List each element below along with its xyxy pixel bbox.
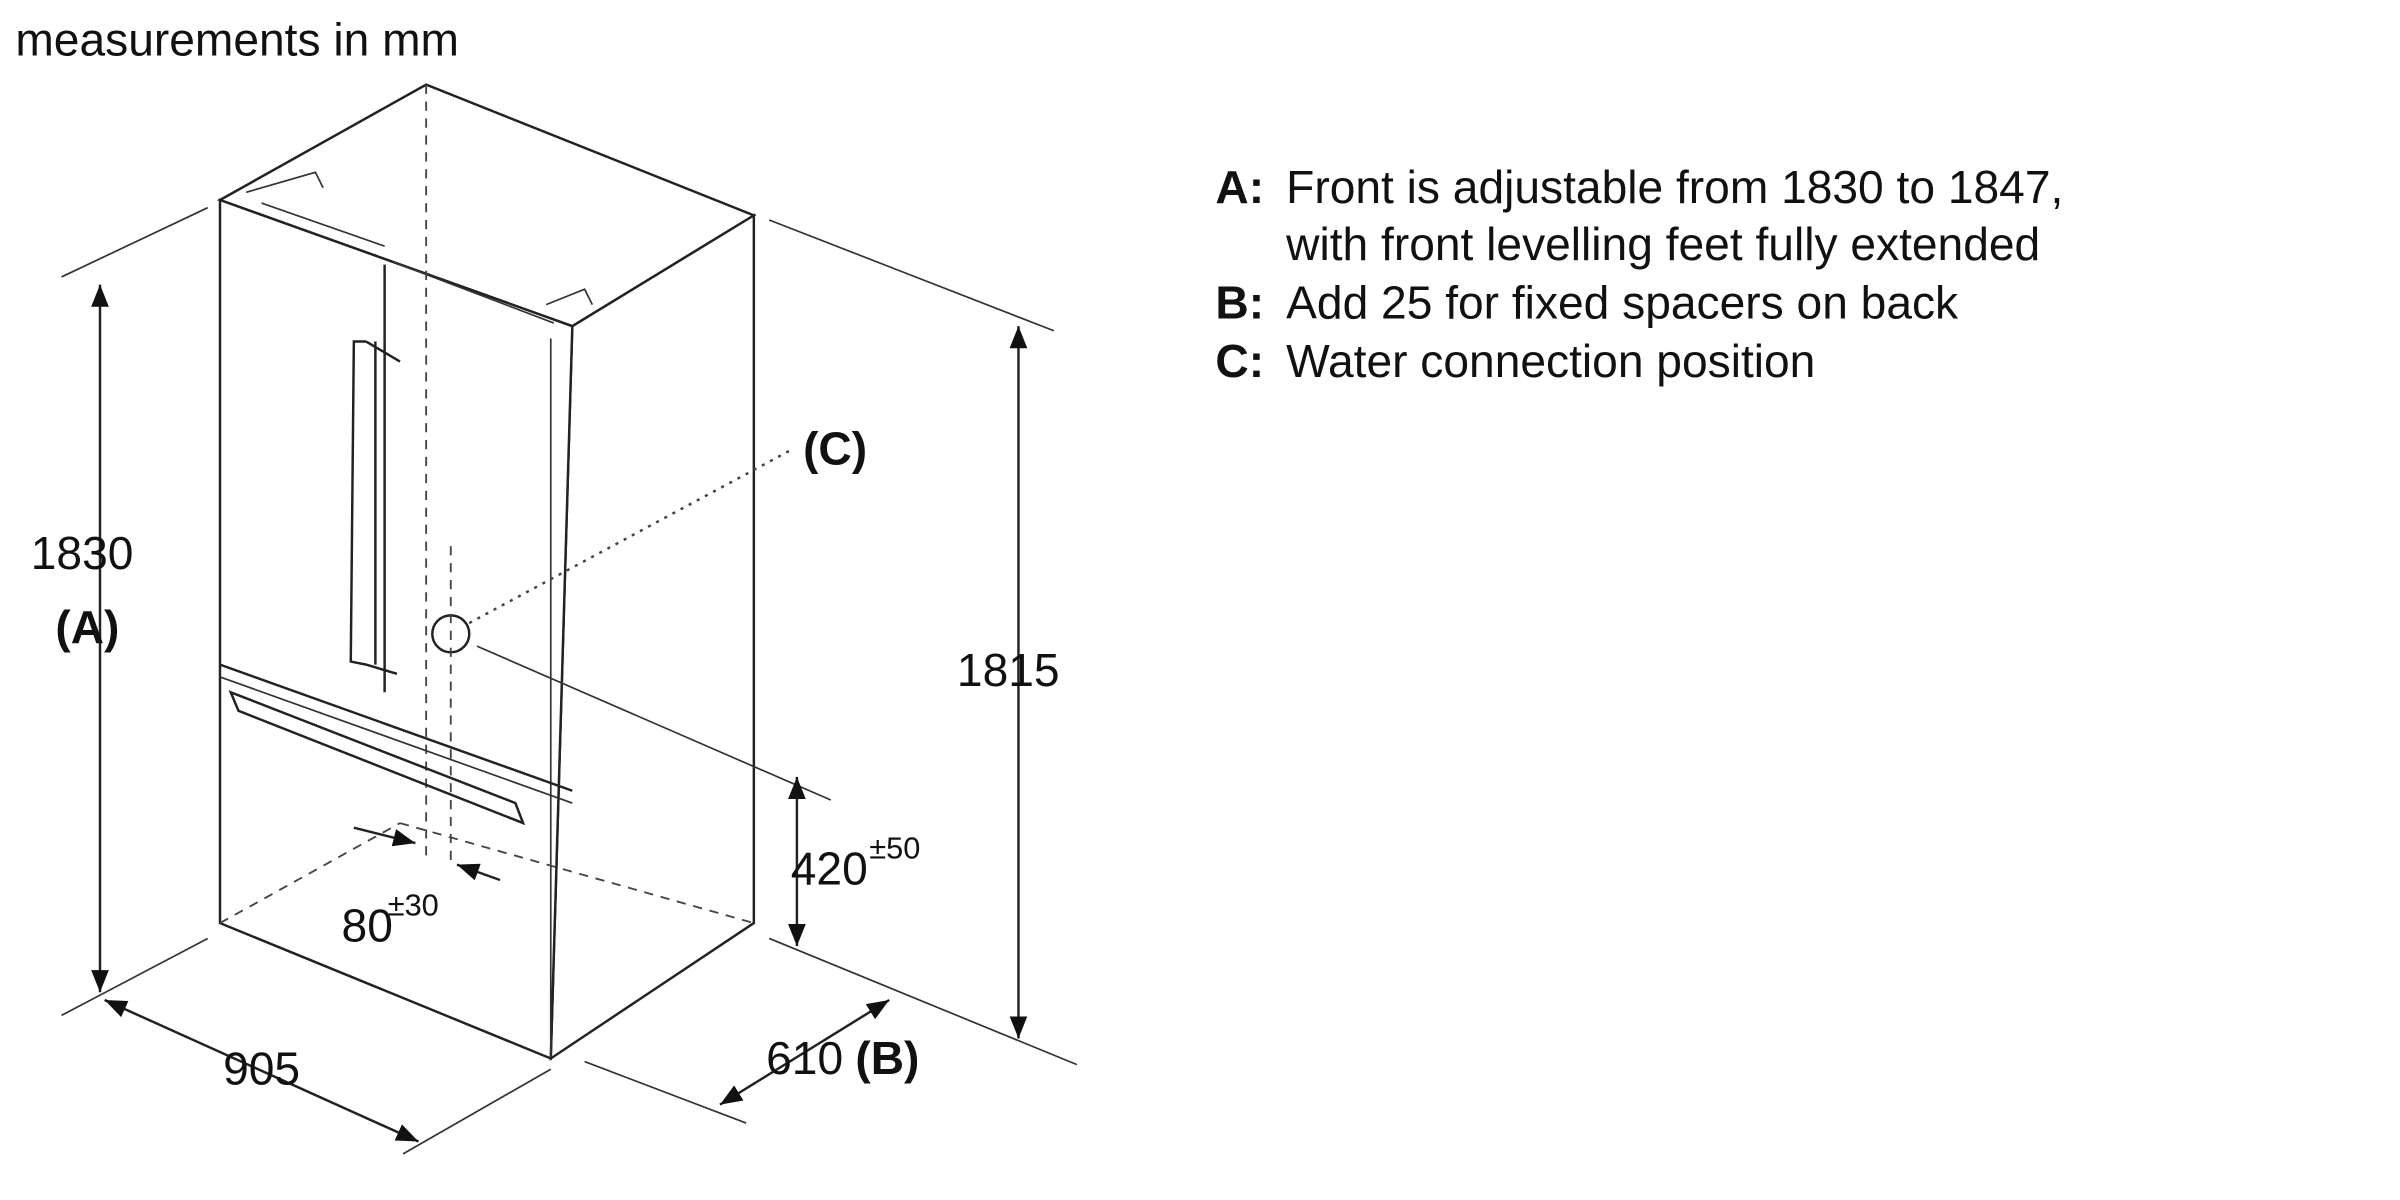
dimension-lines — [61, 206, 1078, 1155]
legend-text-b: Add 25 for fixed spacers on back — [1286, 276, 1959, 328]
legend-text-a-1: Front is adjustable from 1830 to 1847, — [1286, 161, 2063, 213]
water-connection-label: (C) — [803, 423, 867, 475]
water-offset-value: 80 — [342, 900, 393, 952]
depth-value: 610 — [766, 1032, 843, 1084]
water-offset-tolerance: ±30 — [388, 887, 439, 922]
legend-key-c: C: — [1215, 335, 1264, 387]
height-front-tag: (A) — [55, 601, 119, 653]
fridge-drawing — [217, 83, 832, 1061]
legend: A: Front is adjustable from 1830 to 1847… — [1215, 161, 2063, 387]
legend-text-c: Water connection position — [1286, 335, 1815, 387]
legend-key-a: A: — [1215, 161, 1264, 213]
water-height-tolerance: ±50 — [869, 830, 920, 865]
water-height-value: 420 — [791, 843, 868, 895]
units-note: measurements in mm — [15, 13, 459, 65]
height-front-value: 1830 — [31, 527, 134, 579]
legend-key-b: B: — [1215, 276, 1264, 328]
width-value: 905 — [223, 1043, 300, 1095]
height-back-value: 1815 — [957, 644, 1060, 696]
dimension-labels: 1830 (A) 1815 905 610 (B) 420 ±50 80 ±30… — [31, 423, 1060, 1095]
depth-tag: (B) — [855, 1032, 919, 1084]
legend-text-a-2: with front levelling feet fully extended — [1285, 218, 2040, 270]
